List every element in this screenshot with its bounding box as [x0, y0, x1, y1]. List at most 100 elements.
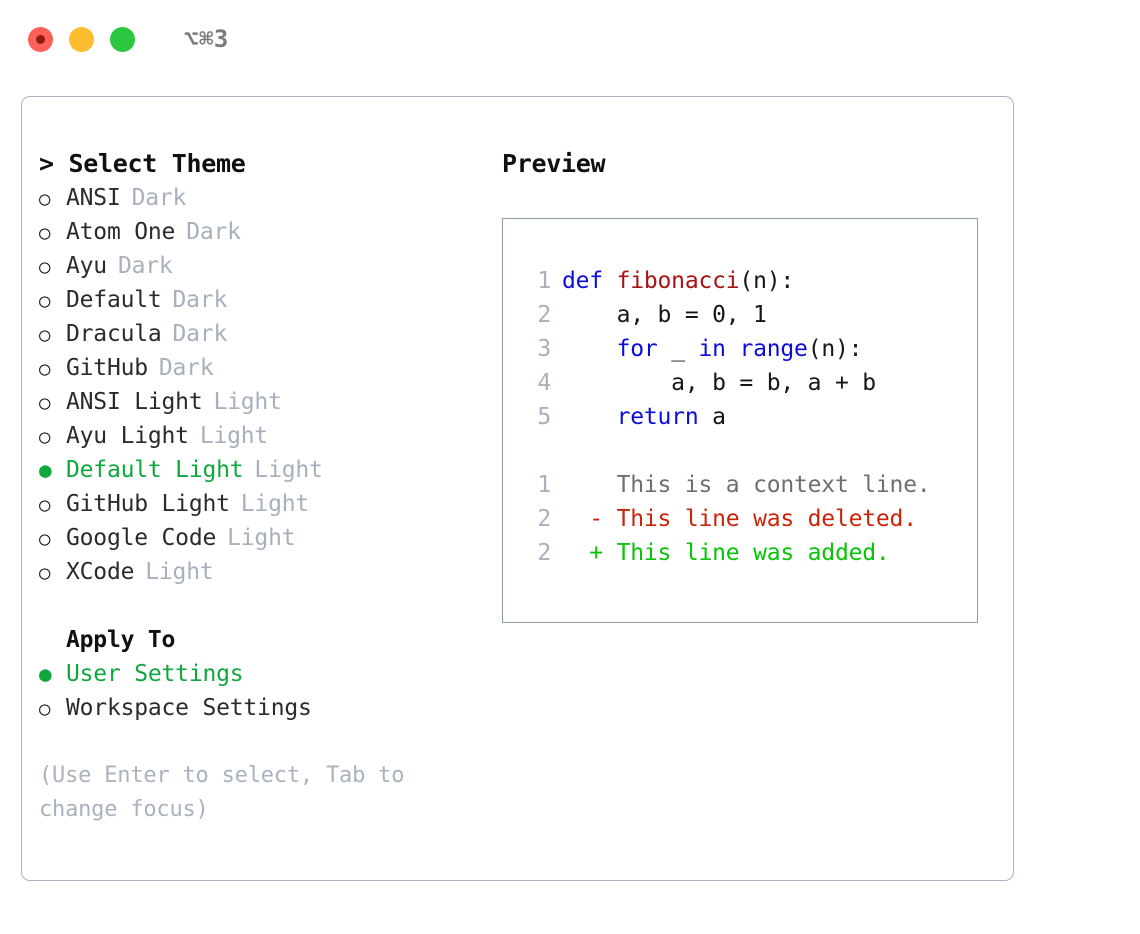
keyboard-shortcut-label: ⌥⌘3 [184, 25, 229, 53]
diff-sample: 1 This is a context line.2 - This line w… [521, 468, 977, 570]
diff-marker [562, 472, 603, 498]
theme-option-label: Ayu [66, 253, 107, 279]
theme-option-label: ANSI [66, 185, 121, 211]
code-line: 2 a, b = 0, 1 [521, 298, 977, 332]
theme-option-default[interactable]: ○ Default Dark [39, 283, 479, 317]
code-line: 5 return a [521, 400, 977, 434]
code-token: range [739, 336, 808, 362]
radio-unselected-icon[interactable]: ○ [39, 392, 51, 414]
radio-unselected-icon[interactable]: ○ [39, 562, 51, 584]
radio-unselected-icon[interactable]: ○ [39, 528, 51, 550]
theme-option-label: Default [66, 287, 162, 313]
line-number: 2 [537, 302, 551, 328]
code-line: 1 def fibonacci(n): [521, 264, 977, 298]
maximize-button[interactable] [110, 26, 135, 52]
theme-option-label: XCode [66, 559, 135, 585]
title-bar: ⌥⌘3 [0, 0, 1140, 78]
apply-to-option-label: User Settings [66, 661, 244, 687]
code-line: 3 for _ in range(n): [521, 332, 977, 366]
theme-option-tag: Light [145, 559, 214, 585]
diff-text: This line was deleted. [602, 506, 917, 532]
line-number: 5 [537, 404, 551, 430]
keyboard-hint-text: (Use Enter to select, Tab to change focu… [39, 763, 405, 822]
radio-unselected-icon[interactable]: ○ [39, 188, 51, 210]
theme-option-ayu[interactable]: ○ Ayu Dark [39, 249, 479, 283]
theme-option-tag: Dark [117, 253, 173, 279]
diff-line: 2 - This line was deleted. [521, 502, 977, 536]
theme-option-tag: Light [199, 423, 269, 449]
theme-option-tag: Dark [158, 355, 214, 381]
radio-selected-icon[interactable]: ● [39, 662, 52, 686]
code-diff-spacer [521, 434, 977, 468]
theme-option-tag: Light [254, 457, 323, 483]
diff-text: This line was added. [602, 540, 890, 566]
line-number: 1 [537, 472, 551, 498]
code-token: in [698, 336, 726, 362]
code-token: fibonacci [616, 268, 740, 294]
apply-to-option-workspace-settings[interactable]: ○ Workspace Settings [39, 691, 479, 725]
theme-option-tag: Dark [172, 287, 228, 313]
radio-unselected-icon[interactable]: ○ [39, 324, 51, 346]
radio-unselected-icon[interactable]: ○ [39, 222, 51, 244]
theme-option-github[interactable]: ○ GitHub Dark [39, 351, 479, 385]
line-number: 4 [537, 370, 551, 396]
line-number: 2 [537, 540, 551, 566]
theme-option-ansi[interactable]: ○ ANSI Dark [39, 181, 479, 215]
apply-to-option-label: Workspace Settings [66, 695, 312, 721]
theme-option-label: Google Code [66, 525, 217, 551]
radio-unselected-icon[interactable]: ○ [39, 494, 51, 516]
theme-option-label: Default Light [66, 457, 244, 483]
diff-line: 1 This is a context line. [521, 468, 977, 502]
preview-header: Preview [502, 149, 606, 178]
theme-option-label: GitHub [66, 355, 148, 381]
code-token: def [562, 268, 617, 294]
select-theme-header: > Select Theme [39, 149, 246, 178]
line-number: 3 [537, 336, 551, 362]
theme-option-github-light[interactable]: ○ GitHub Light Light [39, 487, 479, 521]
code-token [562, 336, 617, 362]
code-token [562, 404, 617, 430]
radio-unselected-icon[interactable]: ○ [39, 426, 51, 448]
code-token: (n): [739, 268, 795, 294]
theme-option-xcode[interactable]: ○ XCode Light [39, 555, 479, 589]
theme-option-label: Ayu Light [66, 423, 189, 449]
apply-to-option-user-settings[interactable]: ● User Settings [39, 657, 479, 691]
line-number: 2 [537, 506, 551, 532]
radio-unselected-icon[interactable]: ○ [39, 290, 51, 312]
theme-option-tag: Light [240, 491, 310, 517]
code-token: for [616, 336, 658, 362]
theme-option-atom-one[interactable]: ○ Atom One Dark [39, 215, 479, 249]
theme-option-label: Atom One [66, 219, 176, 245]
apply-to-header: Apply To [66, 627, 176, 653]
minimize-button[interactable] [69, 26, 94, 52]
code-token: _ [657, 336, 699, 362]
close-button[interactable] [28, 26, 53, 52]
theme-option-tag: Dark [186, 219, 241, 245]
radio-unselected-icon[interactable]: ○ [39, 698, 51, 720]
theme-option-label: ANSI Light [66, 389, 203, 415]
theme-option-label: Dracula [66, 321, 162, 347]
theme-option-ayu-light[interactable]: ○ Ayu Light Light [39, 419, 479, 453]
section-spacer [39, 589, 479, 623]
theme-option-tag: Dark [131, 185, 187, 211]
radio-unselected-icon[interactable]: ○ [39, 256, 51, 278]
diff-line: 2 + This line was added. [521, 536, 977, 570]
code-token: a, b = 0, 1 [562, 302, 767, 328]
code-token: a, b = b, a + b [562, 370, 876, 396]
radio-unselected-icon[interactable]: ○ [39, 358, 51, 380]
diff-marker: + [562, 540, 603, 566]
radio-selected-icon[interactable]: ● [39, 458, 52, 482]
theme-option-default-light[interactable]: ● Default Light Light [39, 453, 479, 487]
theme-option-label: GitHub Light [66, 491, 230, 517]
line-number: 1 [537, 268, 551, 294]
code-token: (n): [807, 336, 863, 362]
